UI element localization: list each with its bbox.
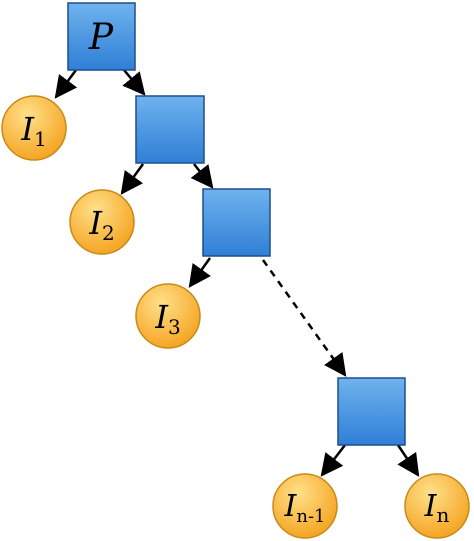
leaf-2-label: I (88, 204, 103, 242)
svg-text:I2: I2 (88, 204, 114, 245)
leaf-n-1-label: I (284, 489, 298, 524)
leaf-3-label: I (154, 298, 169, 336)
leaf-1: I1 (1, 95, 67, 161)
leaf-3-subscript: 3 (168, 315, 181, 339)
node-n (337, 377, 406, 446)
leaf-n-label: I (424, 489, 438, 524)
leaf-1-label: I (20, 110, 35, 148)
root-node (67, 2, 136, 71)
edge-root-to-node-2 (122, 69, 146, 96)
svg-text:I1: I1 (20, 110, 46, 151)
edge-node-n-to-leaf-n (396, 444, 420, 477)
internal-nodes: P (67, 2, 406, 446)
leaf-3: I3 (135, 283, 201, 349)
edge-node-3-to-node-n (261, 259, 347, 377)
edge-node-2-to-leaf-2 (120, 163, 145, 195)
edge-node-2-to-node-3 (190, 163, 214, 189)
leaf-1-subscript: 1 (34, 127, 47, 151)
svg-text:I3: I3 (154, 298, 180, 339)
leaf-n-1: In-1 (272, 473, 338, 539)
root-label: P (88, 17, 114, 58)
node-3 (202, 188, 271, 257)
edges (54, 69, 420, 477)
leaf-2: I2 (69, 189, 135, 255)
leaf-n: In (404, 473, 470, 539)
svg-text:In-1: In-1 (284, 489, 326, 527)
edge-node-n-to-leaf-n-1 (320, 444, 346, 477)
edge-node-3-to-leaf-3 (188, 257, 212, 288)
svg-text:In: In (424, 489, 450, 527)
leaf-n-1-subscript: n-1 (296, 506, 325, 527)
leaf-2-subscript: 2 (102, 221, 115, 245)
node-2 (135, 95, 205, 164)
leaf-n-subscript: n (436, 503, 449, 527)
edge-root-to-leaf-1 (54, 69, 78, 99)
leaf-nodes: I1 I2 I3 In-1 In (1, 95, 470, 539)
